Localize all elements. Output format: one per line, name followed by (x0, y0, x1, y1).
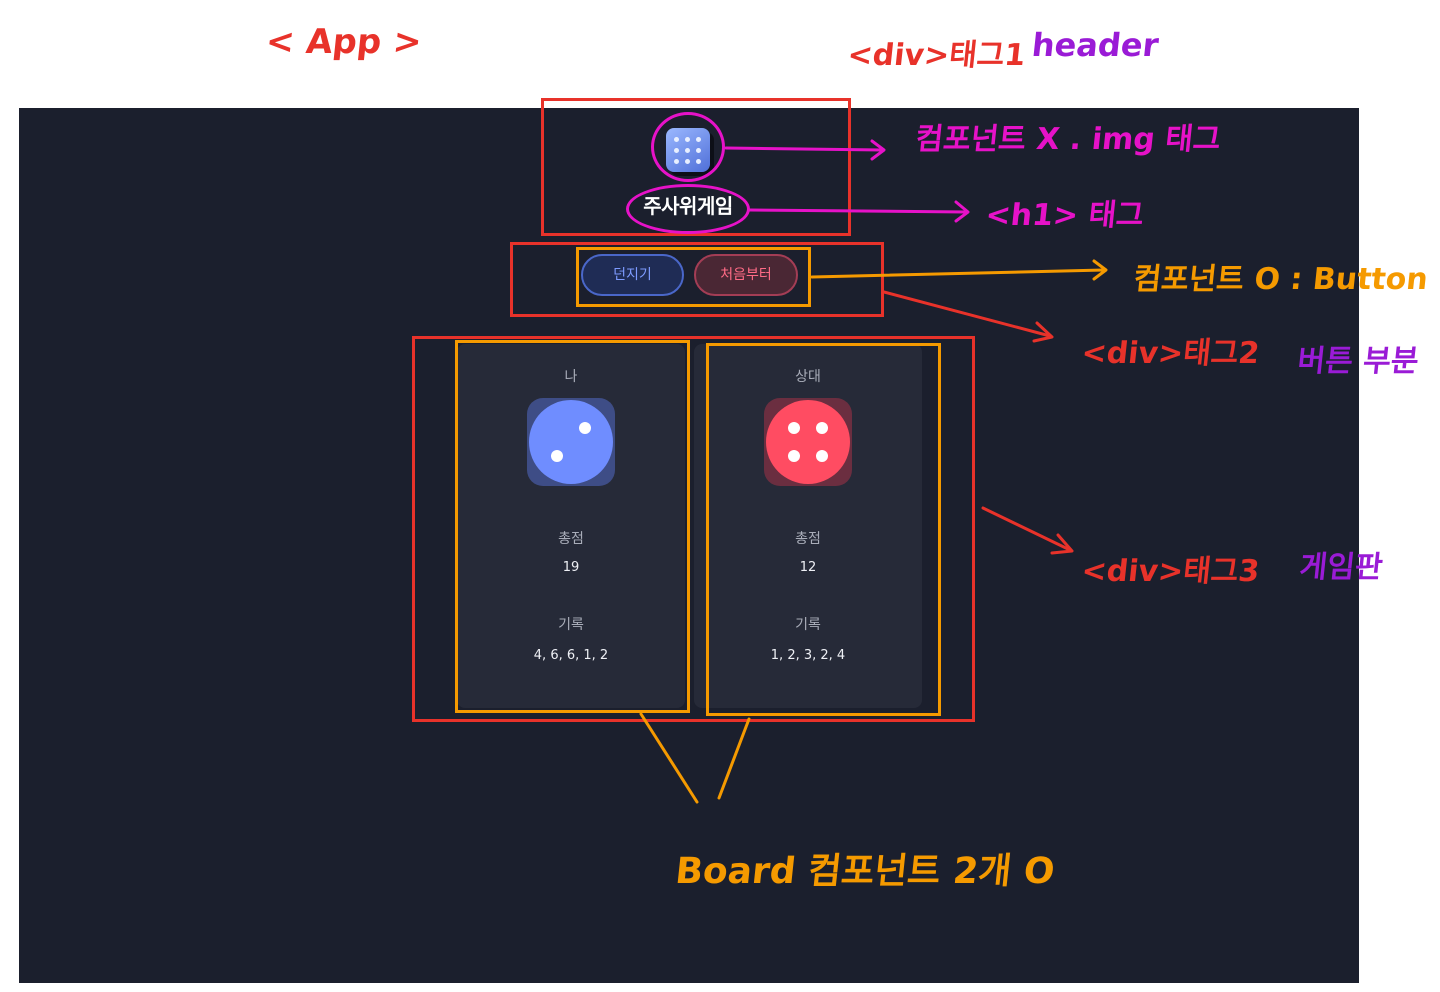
history-label: 기록 (795, 617, 821, 633)
annotation-button-div-box (510, 242, 884, 317)
reset-button[interactable]: 처음부터 (694, 254, 798, 296)
total-value: 12 (799, 560, 817, 575)
die-pip (788, 450, 800, 462)
annotation-h1-circle (626, 184, 750, 234)
annotation-board-opponent-box (706, 343, 941, 716)
board-me: 나 총점 19 기록 4, 6, 6, 1, 2 (457, 344, 685, 708)
die-pip (816, 422, 828, 434)
annotation-img-circle (651, 112, 725, 182)
annotation-board-me-box (455, 340, 690, 713)
annotation-board-components: Board 컴포넌트 2개 O (673, 851, 1057, 892)
total-value: 19 (562, 560, 580, 575)
die-frame (527, 398, 615, 486)
roll-button[interactable]: 던지기 (581, 254, 684, 296)
board-player-name: 상대 (795, 369, 821, 385)
board-opponent: 상대 총점 12 기록 1, 2, 3, 2, 4 (694, 344, 922, 708)
annotation-board-part: 게임판 (1297, 550, 1385, 585)
annotation-board-div-box (412, 336, 975, 722)
annotation-button-component-box (576, 247, 811, 307)
total-label: 총점 (558, 531, 584, 547)
dice-icon (529, 400, 613, 484)
history-value: 1, 2, 3, 2, 4 (770, 648, 846, 663)
annotation-h1-note: <h1> 태그 (983, 198, 1146, 233)
die-pip (579, 422, 591, 434)
history-label: 기록 (558, 617, 584, 633)
die-frame (764, 398, 852, 486)
annotation-button-part: 버튼 부분 (1295, 344, 1421, 379)
die-pip (816, 450, 828, 462)
die-pip (788, 422, 800, 434)
annotation-img-note: 컴포넌트 X . img 태그 (913, 122, 1223, 157)
die-pip (551, 450, 563, 462)
annotation-board-div: <div>태그3 (1079, 554, 1262, 589)
annotation-header-box (541, 98, 851, 236)
total-label: 총점 (795, 531, 821, 547)
board-player-name: 나 (564, 369, 578, 385)
history-value: 4, 6, 6, 1, 2 (533, 648, 609, 663)
annotation-button-note: 컴포넌트 O : Button (1131, 262, 1430, 297)
dice-icon (766, 400, 850, 484)
annotation-button-div: <div>태그2 (1079, 336, 1262, 371)
